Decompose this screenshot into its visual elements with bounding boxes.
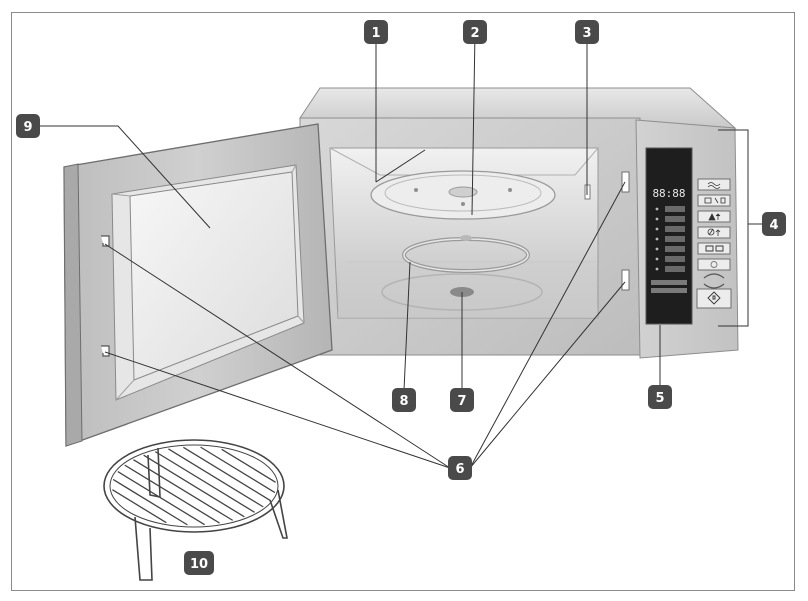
panel-buttons[interactable] — [697, 179, 731, 308]
glass-turntable — [371, 171, 555, 219]
callout-8: 8 — [392, 388, 416, 412]
callout-10: 10 — [184, 551, 214, 575]
svg-text:5: 5 — [655, 391, 664, 406]
svg-text:8: 8 — [399, 394, 408, 409]
callout-7: 7 — [450, 388, 474, 412]
callout-6: 6 — [448, 456, 472, 480]
display-readout: 88:88 — [652, 187, 685, 200]
svg-text:7: 7 — [457, 394, 466, 409]
svg-text:9: 9 — [23, 120, 32, 135]
oven-door — [64, 124, 332, 446]
control-panel: 88:88 — [636, 120, 738, 358]
callout-1: 1 — [364, 20, 388, 44]
clock-button[interactable] — [698, 243, 730, 254]
svg-text:10: 10 — [190, 557, 208, 572]
svg-text:4: 4 — [769, 218, 778, 233]
grill-rack-bars — [112, 447, 275, 525]
svg-text:6: 6 — [455, 462, 464, 477]
grill-rack-bar — [183, 447, 270, 500]
svg-text:1: 1 — [371, 26, 380, 41]
callout-4: 4 — [762, 212, 786, 236]
grill-rack-bar — [118, 472, 205, 525]
grill-rack-bar — [125, 465, 220, 523]
microwave-body: 88:88 — [300, 88, 738, 358]
svg-text:2: 2 — [470, 26, 479, 41]
callout-9: 9 — [16, 114, 40, 138]
svg-text:3: 3 — [582, 26, 591, 41]
grill-rack-bar — [168, 449, 263, 507]
callout-2: 2 — [463, 20, 487, 44]
callout-3: 3 — [575, 20, 599, 44]
callout-5: 5 — [648, 385, 672, 409]
stop-button[interactable] — [698, 259, 730, 270]
